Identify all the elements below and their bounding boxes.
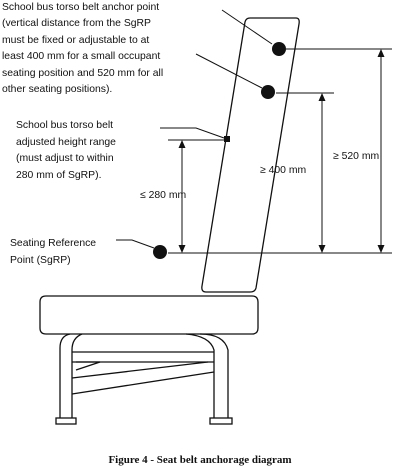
dimension-520-label: ≥ 520 mm <box>333 151 379 162</box>
seat-back <box>201 17 300 293</box>
sgrp-point <box>153 245 167 259</box>
dimension-400-label: ≥ 400 mm <box>260 165 306 176</box>
height-range-label: School bus torso belt adjusted height ra… <box>16 120 119 181</box>
anchor-point-lower <box>261 85 275 99</box>
torso-belt-adjuster-marker <box>224 136 230 142</box>
dimension-280-label: ≤ 280 mm <box>140 190 186 201</box>
dimension-280 <box>178 140 186 253</box>
figure-caption: Figure 4 - Seat belt anchorage diagram <box>108 454 291 466</box>
seat-frame <box>55 333 233 425</box>
sgrp-label: Seating Reference Point (SgRP) <box>10 238 99 266</box>
leader-lines <box>116 9 273 249</box>
anchor-point-label: School bus torso belt anchor point (vert… <box>2 2 166 95</box>
reference-lines <box>168 48 392 254</box>
dimension-400 <box>318 93 326 253</box>
anchor-point-upper <box>272 42 286 56</box>
seat-cushion <box>39 295 259 335</box>
dimension-520 <box>377 49 385 253</box>
